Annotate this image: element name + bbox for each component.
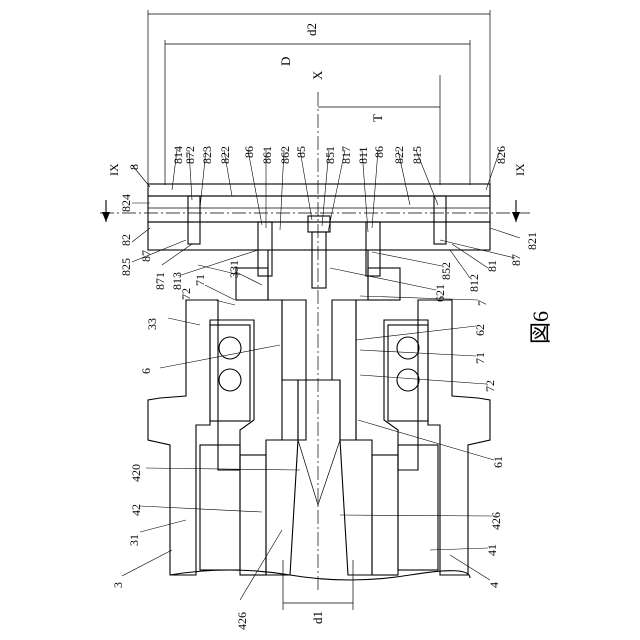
label-813: 813 — [170, 272, 184, 290]
label-41: 41 — [485, 544, 499, 556]
label-815: 815 — [410, 146, 424, 164]
label-42: 42 — [129, 504, 143, 516]
label-87b: 87 — [509, 254, 523, 266]
dim-label-t: T — [370, 114, 385, 122]
label-72b: 72 — [483, 380, 497, 392]
label-31: 31 — [127, 534, 141, 546]
label-851: 851 — [323, 146, 337, 164]
figure-title: 図6 — [528, 311, 553, 344]
label-86b: 86 — [372, 146, 386, 158]
label-6: 6 — [139, 368, 153, 374]
label-420: 420 — [129, 464, 143, 482]
dim-label-d: D — [278, 57, 293, 66]
label-822: 822 — [218, 146, 232, 164]
label-71: 71 — [193, 274, 207, 286]
section-line-ix — [100, 200, 530, 222]
dim-label-x: X — [310, 70, 325, 80]
label-811: 811 — [356, 146, 370, 164]
label-331: 331 — [227, 260, 241, 278]
label-426-right: 426 — [489, 512, 503, 530]
label-33: 33 — [145, 318, 159, 330]
label-825: 825 — [119, 258, 133, 276]
label-82: 82 — [119, 234, 133, 246]
label-812: 812 — [467, 274, 481, 292]
label-3: 3 — [111, 582, 125, 588]
label-4: 4 — [487, 582, 501, 588]
leader-lines — [122, 150, 520, 600]
label-822b: 822 — [392, 146, 406, 164]
label-61: 61 — [491, 456, 505, 468]
label-426-left: 426 — [235, 612, 249, 630]
label-86: 86 — [242, 146, 256, 158]
label-862: 862 — [278, 146, 292, 164]
label-826: 826 — [494, 146, 508, 164]
label-621: 621 — [433, 284, 447, 302]
label-871: 871 — [153, 272, 167, 290]
label-71b: 71 — [473, 352, 487, 364]
label-821: 821 — [525, 232, 539, 250]
label-861: 861 — [260, 146, 274, 164]
section-mark-left: IX — [107, 163, 121, 176]
housing-right — [372, 300, 490, 575]
label-8: 8 — [127, 164, 141, 170]
housing-left — [148, 300, 266, 575]
label-872: 872 — [183, 146, 197, 164]
bearings — [210, 325, 428, 421]
label-817: 817 — [339, 146, 353, 164]
label-824: 824 — [119, 194, 133, 212]
dimension-lines — [148, 10, 490, 610]
label-852: 852 — [439, 262, 453, 280]
label-87: 87 — [139, 250, 153, 262]
label-62: 62 — [473, 324, 487, 336]
section-mark-right: IX — [513, 163, 527, 176]
label-81: 81 — [485, 260, 499, 272]
label-7: 7 — [475, 300, 489, 306]
label-823: 823 — [200, 146, 214, 164]
break-line — [170, 570, 470, 580]
tapered-sleeve — [266, 440, 372, 575]
dim-label-d1: d1 — [310, 611, 325, 624]
label-85: 85 — [294, 146, 308, 158]
label-72: 72 — [179, 288, 193, 300]
dim-label-d2: d2 — [304, 23, 319, 36]
